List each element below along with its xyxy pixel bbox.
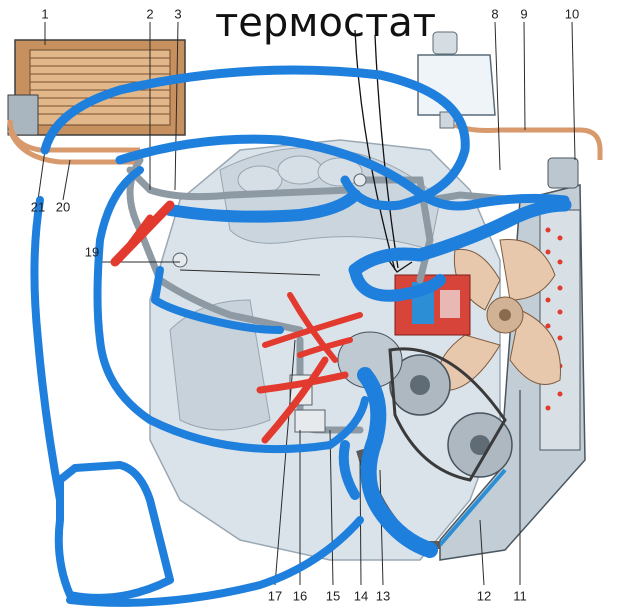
callout-8: 8 xyxy=(491,6,499,22)
pulleys xyxy=(337,331,513,482)
callout-17: 17 xyxy=(267,588,283,604)
callout-10: 10 xyxy=(564,6,580,22)
thermostat-annotation: термостат xyxy=(215,0,437,46)
cooling-fan xyxy=(437,238,561,391)
callout-13: 13 xyxy=(375,588,391,604)
callout-12: 12 xyxy=(476,588,492,604)
callout-20: 20 xyxy=(55,199,71,215)
callout-15: 15 xyxy=(325,588,341,604)
blue-marker-drawing xyxy=(30,65,572,607)
callout-11: 11 xyxy=(513,588,527,604)
callout-21: 21 xyxy=(30,199,46,215)
overflow-hose xyxy=(453,122,603,160)
callout-19: 19 xyxy=(84,244,100,260)
callout-9: 9 xyxy=(520,6,528,22)
heater-pipes xyxy=(7,119,140,165)
callout-1: 1 xyxy=(41,6,49,22)
leader-lines xyxy=(37,21,576,586)
callout-16: 16 xyxy=(292,588,308,604)
callout-3: 3 xyxy=(174,6,182,22)
callout-14: 14 xyxy=(353,588,369,604)
heater-core xyxy=(7,39,186,136)
callout-2: 2 xyxy=(146,6,154,22)
red-marker-drawing xyxy=(110,200,363,444)
